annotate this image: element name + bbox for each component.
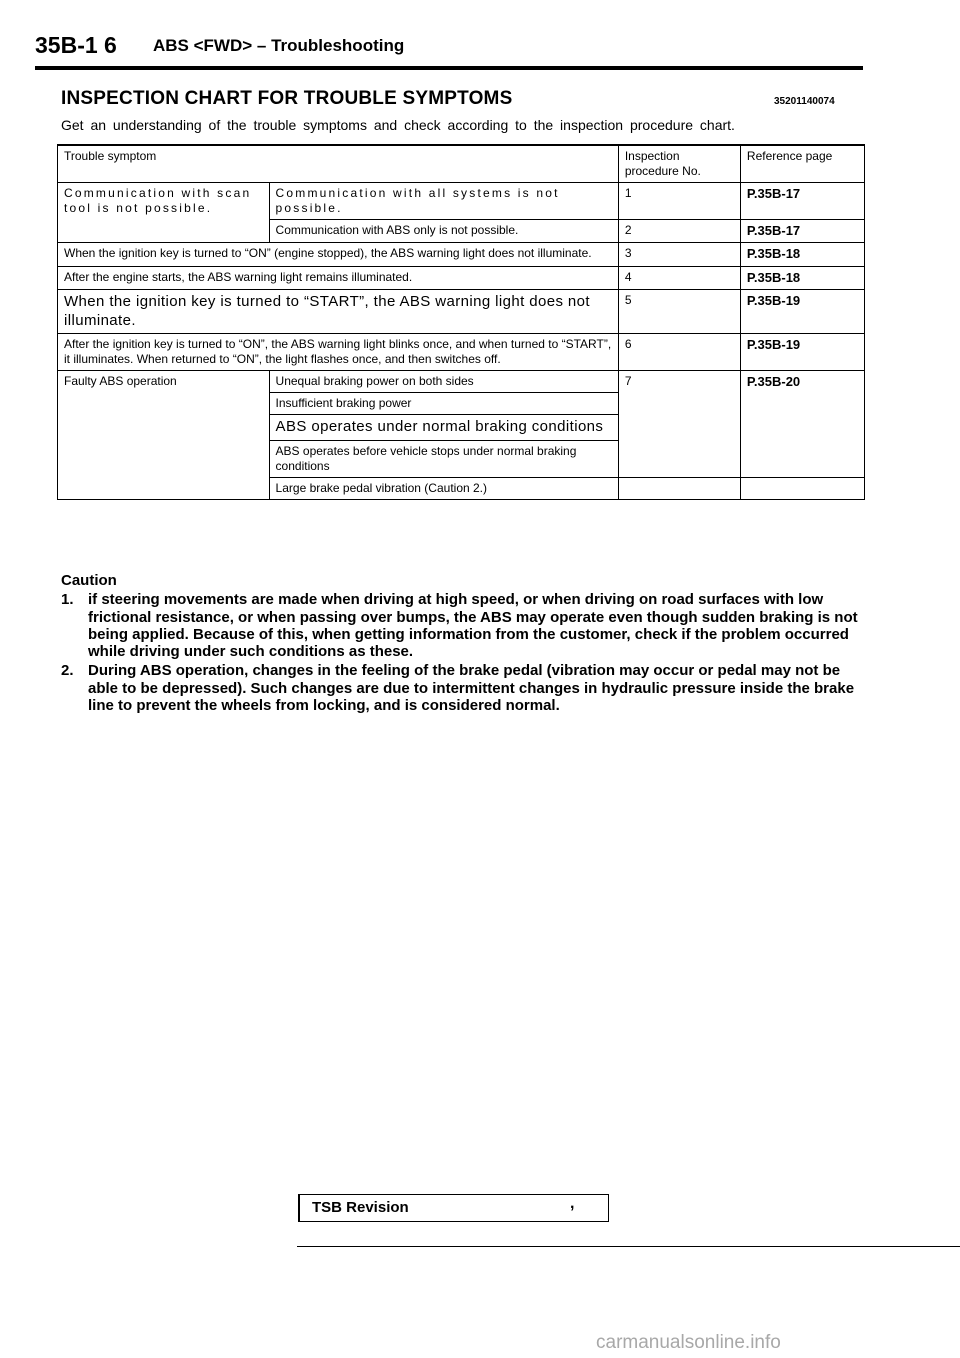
reference-link[interactable]: P.35B-19 xyxy=(739,333,866,372)
table-row: Communication with ABS only is not possi… xyxy=(58,218,866,244)
table-row: After the ignition key is turned to “ON”… xyxy=(57,333,866,372)
procedure-no: 5 xyxy=(617,288,741,335)
caution-number: 2. xyxy=(61,662,74,680)
tsb-revision-label: TSB Revision xyxy=(312,1199,409,1216)
footer-rule xyxy=(297,1246,960,1247)
chart-title: INSPECTION CHART FOR TROUBLE SYMPTOMS xyxy=(61,88,513,109)
faulty-abs-label: Faulty ABS operation xyxy=(57,370,270,500)
empty-cell xyxy=(617,477,741,500)
all-systems-symptom: Communication with all systems is not po… xyxy=(268,182,619,220)
faulty-item: ABS operates under normal braking condit… xyxy=(268,414,619,441)
faulty-item: Large brake pedal vibration (Caution 2.) xyxy=(268,477,619,500)
procedure-no: 7 xyxy=(617,370,741,478)
reference-link[interactable]: P.35B-19 xyxy=(739,288,866,335)
symptom-cell: After the ignition key is turned to “ON”… xyxy=(57,333,619,372)
symptom-cell: When the ignition key is turned to “STAR… xyxy=(57,288,619,335)
caution-list: 1. if steering movements are made when d… xyxy=(61,591,861,714)
table-row: When the ignition key is turned to “STAR… xyxy=(57,288,866,335)
reference-link[interactable]: P.35B-18 xyxy=(739,265,866,290)
caution-text: During ABS operation, changes in the fee… xyxy=(88,662,855,714)
table-row: Faulty ABS operation Unequal braking pow… xyxy=(57,370,866,500)
header-inspection-procedure: Inspection procedure No. xyxy=(617,144,741,183)
table-row: ABS operates under normal braking condit… xyxy=(58,414,865,441)
chart-code: 35201140074 xyxy=(774,96,835,107)
header-trouble-symptom: Trouble symptom xyxy=(57,144,619,183)
caution-item: 1. if steering movements are made when d… xyxy=(61,591,861,660)
section-title: ABS <FWD> – Troubleshooting xyxy=(153,36,405,55)
intro-text: Get an understanding of the trouble symp… xyxy=(61,117,735,133)
table-row: Large brake pedal vibration (Caution 2.) xyxy=(58,477,866,500)
procedure-no: 6 xyxy=(617,333,741,372)
procedure-no: 4 xyxy=(617,265,741,290)
caution-text: if steering movements are made when driv… xyxy=(88,591,858,660)
caution-item: 2. During ABS operation, changes in the … xyxy=(61,662,861,714)
page-number: 35B-1 6 xyxy=(35,32,117,58)
watermark: carmanualsonline.info xyxy=(596,1332,781,1353)
reference-link[interactable]: P.35B-17 xyxy=(739,182,866,220)
table-row: ABS operates before vehicle stops under … xyxy=(58,440,865,478)
empty-cell xyxy=(739,477,866,500)
procedure-no: 3 xyxy=(617,242,741,267)
header-rule xyxy=(35,66,863,70)
symptom-cell: When the ignition key is turned to “ON” … xyxy=(57,242,619,267)
abs-only-symptom: Communication with ABS only is not possi… xyxy=(268,218,619,244)
procedure-no: 1 xyxy=(617,182,741,220)
reference-link[interactable]: P.35B-18 xyxy=(739,242,866,267)
caution-title: Caution xyxy=(61,572,117,589)
table-row: When the ignition key is turned to “ON” … xyxy=(57,242,866,267)
caution-number: 1. xyxy=(61,591,74,609)
page-header: 35B-1 6 ABS <FWD> – Troubleshooting xyxy=(35,32,863,70)
table-row: After the engine starts, the ABS warning… xyxy=(57,265,866,290)
symptom-cell: After the engine starts, the ABS warning… xyxy=(57,265,619,290)
faulty-item: Insufficient braking power xyxy=(268,392,619,416)
table-header-row: Trouble symptom Inspection procedure No.… xyxy=(57,144,866,183)
table-row: Insufficient braking power xyxy=(58,392,865,416)
procedure-no: 2 xyxy=(617,218,741,244)
reference-link[interactable]: P.35B-20 xyxy=(739,370,866,478)
scan-tool-label: Communication with scan tool is not poss… xyxy=(57,181,270,244)
faulty-item: ABS operates before vehicle stops under … xyxy=(268,440,619,478)
table-row: Communication with scan tool is not poss… xyxy=(57,181,866,244)
header-reference-page: Reference page xyxy=(739,144,866,183)
faulty-item: Unequal braking power on both sides xyxy=(268,370,619,394)
reference-link[interactable]: P.35B-17 xyxy=(739,218,866,244)
caution-section: Caution 1. if steering movements are mad… xyxy=(61,572,861,714)
tsb-revision-mark: , xyxy=(570,1195,575,1212)
inspection-chart-table: Trouble symptom Inspection procedure No.… xyxy=(57,144,866,500)
tsb-revision-box: TSB Revision , xyxy=(298,1194,609,1222)
